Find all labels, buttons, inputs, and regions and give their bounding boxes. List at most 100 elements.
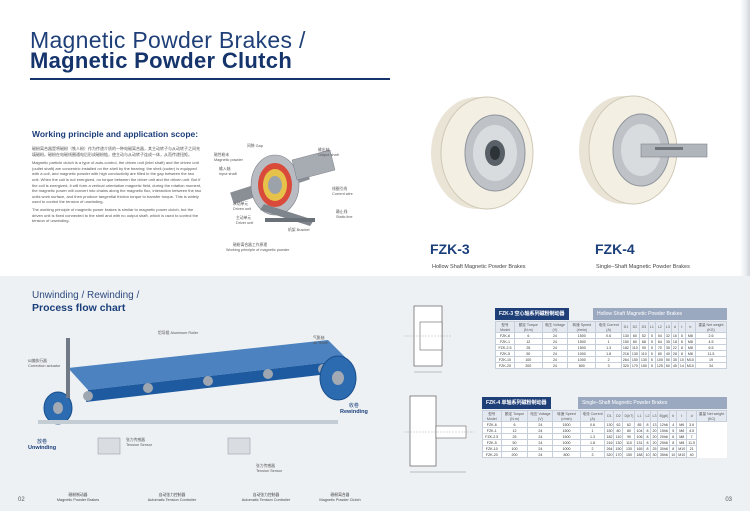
table-header-cell: D2 bbox=[613, 410, 624, 422]
fzk-4-title-en: Single–Shaft Magnetic Powder Brakes bbox=[578, 397, 727, 409]
table-header-cell: b bbox=[684, 321, 696, 333]
fzk-4-table-title: FZK-4 单轴系列磁粉制动器 Single–Shaft Magnetic Po… bbox=[482, 397, 727, 409]
table-cell: 30 bbox=[650, 451, 659, 458]
table-header-cell: D(h7) bbox=[622, 410, 636, 422]
label-air-shaft: 气胀轴 Air Shaft bbox=[313, 336, 328, 345]
table-cell: 170 bbox=[613, 451, 624, 458]
fzk-3-title-cn: FZK-3 空心轴系列磁粉制动器 bbox=[495, 308, 569, 320]
table-cell: 800 bbox=[552, 451, 581, 458]
table-cell: 45 bbox=[670, 362, 679, 369]
table-header-cell: 额定 Torque (N.m) bbox=[513, 321, 543, 333]
fzk-4-title-cn: FZK-4 单轴系列磁粉制动器 bbox=[482, 397, 551, 409]
working-principle-heading: Working principle and application scope: bbox=[32, 129, 199, 139]
table-header-cell: 型号 Model bbox=[482, 410, 502, 422]
unwinding-en: Unwinding bbox=[28, 445, 57, 451]
table-header-cell: t bbox=[677, 321, 686, 333]
table-cell: 34 bbox=[694, 362, 728, 369]
table-header-cell: L1 bbox=[634, 410, 645, 422]
table-cell: M10 bbox=[684, 362, 696, 369]
label-magnetic-powder: 磁性粉末 Magnetic powder bbox=[214, 153, 243, 162]
rewinding-cn: 收卷 bbox=[348, 403, 359, 409]
fzk-3-technical-drawing bbox=[400, 298, 480, 378]
table-cell: 40 bbox=[686, 451, 698, 458]
table-cell: M10 bbox=[676, 451, 688, 458]
diagram-caption-en: Working principle of magnetic powder bbox=[226, 248, 290, 252]
caption-tension-controller-2: 自动张力控制器 Automatic Tension Controller bbox=[241, 493, 291, 502]
caption-powder-brakes: 磁粉制动器 Magnetic Powder Brakes bbox=[56, 493, 100, 502]
diagram-caption-cn: 磁粉离合器工作原理 bbox=[233, 243, 268, 247]
table-header-cell: L2 bbox=[643, 410, 652, 422]
working-principle-text: 磁粉离合器是将磁粉（铁人粉）作为传递介质的一种电磁离合器，其主动转子与从动转子之… bbox=[32, 146, 202, 224]
fzk-3-model-name: FZK-3 bbox=[430, 241, 470, 257]
page-number-right: 03 bbox=[725, 497, 732, 503]
table-header-cell: L3 bbox=[663, 321, 672, 333]
table-header-cell: D1 bbox=[620, 321, 631, 333]
rewinding-en: Rewinding bbox=[340, 409, 368, 415]
page-fold-shadow bbox=[740, 0, 750, 511]
table-header-cell: 电流 Current (A) bbox=[595, 321, 622, 333]
table-header-cell: 电压 Voltage (V) bbox=[527, 410, 554, 422]
table-header-cell: L2 bbox=[654, 321, 665, 333]
page-number-left: 02 bbox=[18, 497, 25, 503]
clutch-illustration bbox=[230, 149, 336, 226]
label-static-line: 静止线 Static line bbox=[336, 210, 353, 219]
paragraph-en: Magnetic particle clutch is a type of au… bbox=[32, 160, 202, 205]
table-header-cell: 转速 Speed (r/min) bbox=[567, 321, 597, 333]
table-cell: 10 bbox=[643, 451, 652, 458]
web-line-drawing bbox=[38, 338, 357, 455]
label-aluminum-roller: 铝导辊 Aluminum Roller bbox=[158, 331, 199, 335]
table-cell: 150 bbox=[622, 451, 636, 458]
table-header-cell: L1 bbox=[647, 321, 656, 333]
table-header-cell: 额定 Torque (N.m) bbox=[500, 410, 529, 422]
fzk-4-technical-drawing bbox=[400, 390, 480, 480]
table-cell: 24 bbox=[541, 362, 569, 369]
table-header-cell: 重量 Net weight (KG) bbox=[694, 321, 728, 333]
table-header-cell: D1 bbox=[604, 410, 615, 422]
paragraph-cn: 磁粉离合器是将磁粉（铁人粉）作为传递介质的一种电磁离合器，其主动转子与从动转子之… bbox=[32, 146, 200, 157]
table-cell: 200 bbox=[500, 451, 529, 458]
table-header-cell: t bbox=[676, 410, 688, 422]
table-header-cell: 电压 Voltage (V) bbox=[541, 321, 569, 333]
label-driver-unit: 主动单元 Driver unit bbox=[236, 216, 254, 225]
table-header-cell: 型号 Model bbox=[495, 321, 515, 333]
fzk-4-dimension-drawing bbox=[404, 395, 474, 473]
table-cell: 5 bbox=[647, 362, 656, 369]
fzk-3-dimension-drawing bbox=[404, 305, 452, 373]
label-output-shaft: 输出轴 Output shaft bbox=[318, 148, 339, 157]
title-underline bbox=[30, 78, 390, 80]
fzk-4-brake-icon bbox=[579, 95, 708, 205]
table-header-cell: B(g6) bbox=[657, 410, 671, 422]
process-heading-line1: Unwinding / Rewinding / bbox=[32, 290, 140, 301]
unwinding-cn: 放卷 bbox=[37, 439, 48, 445]
table-cell: 188 bbox=[634, 451, 645, 458]
clutch-cutaway-diagram: 间隙 Gap 输出轴 Output shaft 磁性粉末 Magnetic po… bbox=[200, 140, 380, 240]
fzk-3-product-image bbox=[425, 88, 545, 223]
table-cell: 150 bbox=[638, 362, 649, 369]
table-cell: 800 bbox=[567, 362, 597, 369]
label-tension-sensor-1: 张力传感器 Tension Sensor bbox=[126, 438, 153, 447]
table-cell: 10 bbox=[669, 451, 678, 458]
fzk-3-title-en: Hollow Shaft Magnetic Powder Brakes bbox=[593, 308, 727, 320]
fzk-3-description: Hollow Shaft Magnetic Powder Brakes bbox=[432, 264, 526, 270]
table-cell: 170 bbox=[629, 362, 640, 369]
table-header-cell: d bbox=[686, 410, 698, 422]
process-flow-illustration: 铝导辊 Aluminum Roller 气胀轴 Air Shaft 纠偏执行器 … bbox=[28, 320, 373, 485]
label-gap: 间隙 Gap bbox=[247, 144, 263, 148]
table-cell: 3 bbox=[595, 362, 622, 369]
table-header-cell: d bbox=[670, 321, 679, 333]
rewinding-label: 收卷 Rewinding bbox=[340, 402, 368, 415]
table-cell: 320 bbox=[620, 362, 631, 369]
table-cell: 35h6 bbox=[657, 451, 671, 458]
table-cell: 3 bbox=[579, 451, 606, 458]
label-driven-unit: 从动单元 Driven unit bbox=[233, 202, 252, 211]
page-title-line2: Magnetic Powder Clutch bbox=[30, 48, 293, 73]
caption-tension-controller-1: 自动张力控制器 Automatic Tension Controller bbox=[147, 493, 197, 502]
